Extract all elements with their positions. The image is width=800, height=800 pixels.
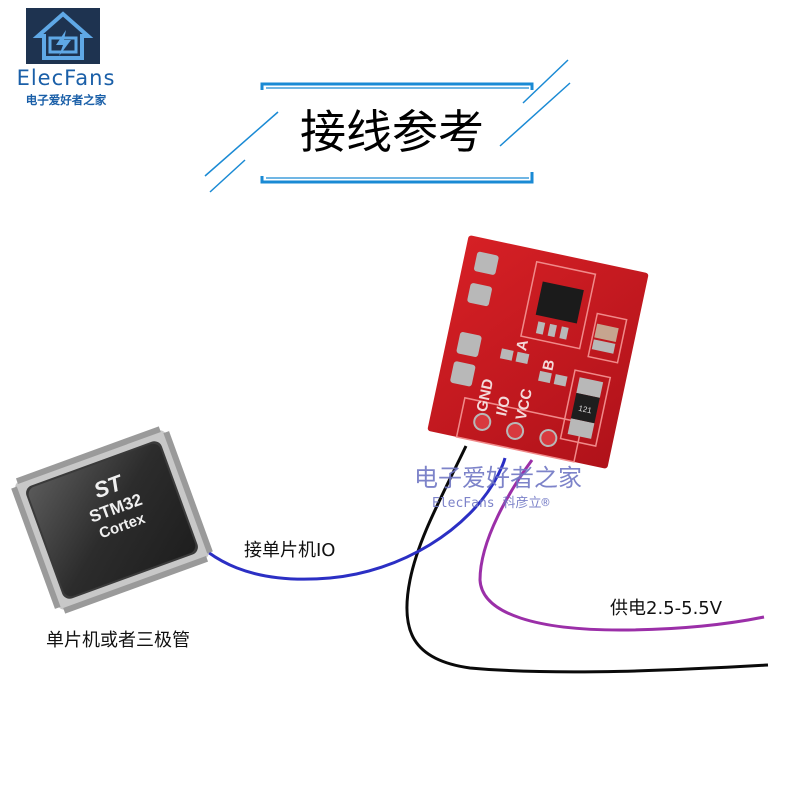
pin-label-gnd: GND	[474, 377, 498, 413]
power-wire-label: 供电2.5-5.5V	[610, 598, 723, 619]
elecfans-logo-badge	[26, 8, 100, 64]
title-frame	[204, 59, 571, 193]
resistor-marking: 121	[578, 404, 593, 416]
mcu-caption: 单片机或者三极管	[46, 630, 190, 651]
io-wire-label: 接单片机IO	[244, 540, 336, 561]
solder-pads	[450, 251, 619, 439]
logo-subtitle: 电子爱好者之家	[25, 93, 107, 107]
jumper-label-a: A	[513, 338, 532, 352]
mcu-chip	[11, 426, 213, 614]
watermark-line1: 电子爱好者之家	[414, 464, 582, 492]
pin-label-io: I/O	[493, 394, 514, 417]
jumper-label-b: B	[540, 358, 559, 372]
pin-headers	[473, 412, 558, 448]
resistor	[570, 392, 600, 424]
pin-label-vcc: VCC	[513, 387, 536, 422]
watermark-line2: ElecFans 科彦立®	[432, 496, 550, 511]
page-title: 接线参考	[300, 105, 484, 159]
power-wire	[478, 459, 765, 632]
house-lightning-icon	[26, 8, 100, 64]
touch-module-board: 121 GND I/O VCC A B	[427, 235, 649, 469]
logo-brand-text: ElecFans	[16, 66, 116, 90]
ground-wire	[405, 445, 769, 674]
ic-chip	[535, 281, 584, 324]
io-wire	[182, 457, 507, 581]
